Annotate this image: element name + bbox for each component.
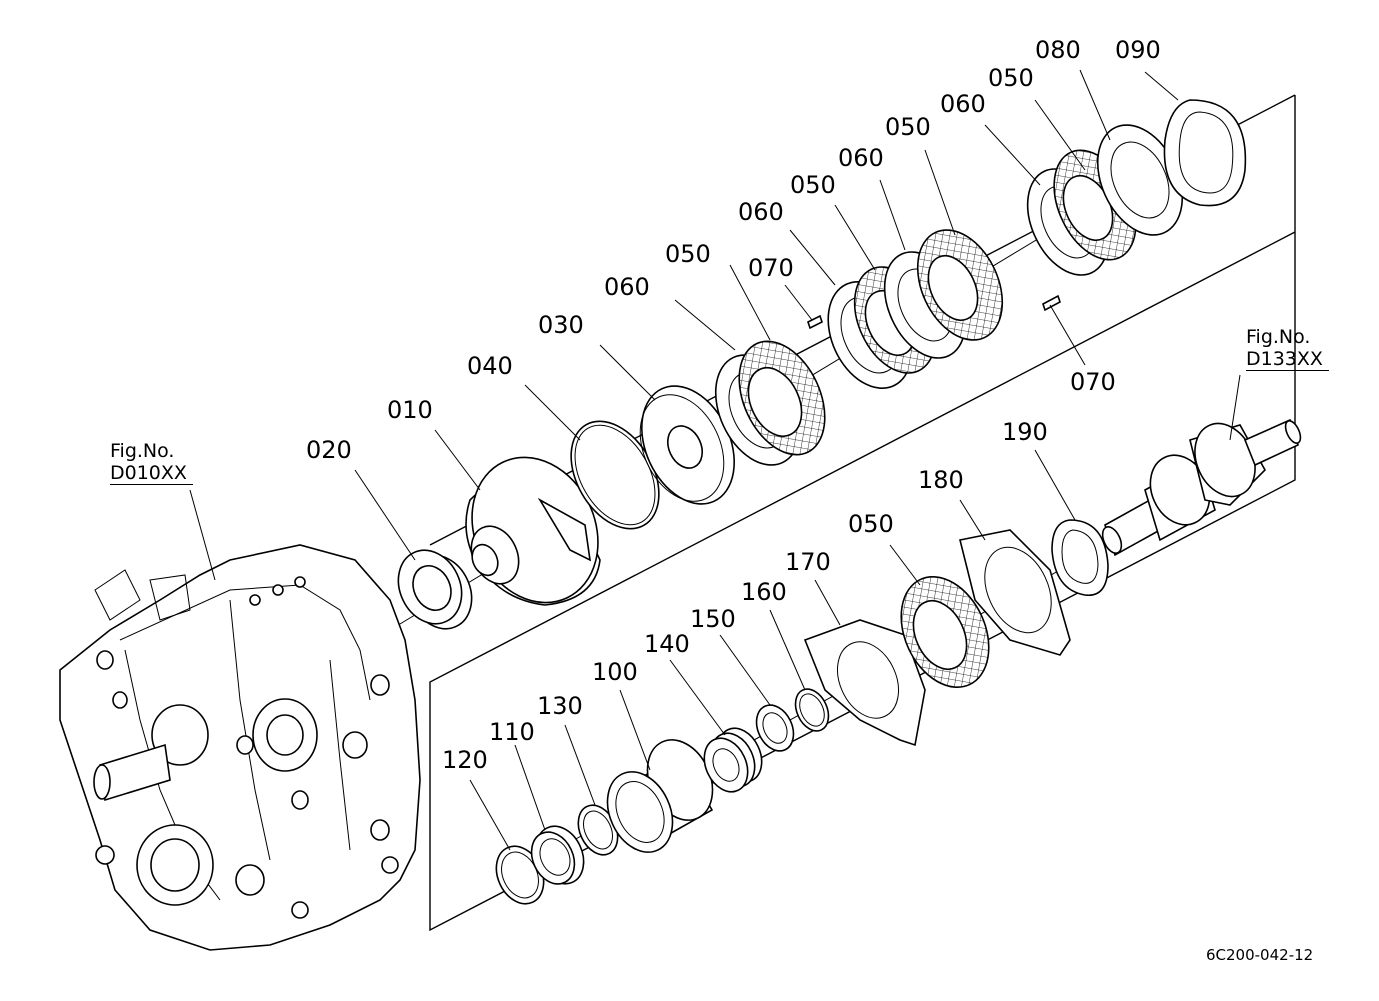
part-180-shim <box>959 529 1071 656</box>
label-190: 190 <box>1002 418 1048 446</box>
label-050: 050 <box>848 510 894 538</box>
part-170-plate <box>803 619 926 747</box>
fig-code: D010XX <box>110 462 193 485</box>
label-180: 180 <box>918 466 964 494</box>
part-140-spring <box>703 727 763 793</box>
label-080: 080 <box>1035 36 1081 64</box>
fig-code: D133XX <box>1246 348 1329 371</box>
label-050: 050 <box>665 240 711 268</box>
figure-reference-transmission: Fig.No. D010XX <box>110 440 193 485</box>
label-170: 170 <box>785 548 831 576</box>
fig-label: Fig.No. <box>110 440 175 462</box>
label-110: 110 <box>489 718 535 746</box>
label-150: 150 <box>690 605 736 633</box>
part-070-pin-1 <box>807 314 823 330</box>
part-020-bearing <box>397 549 473 630</box>
label-060: 060 <box>940 90 986 118</box>
part-160-snap-ring <box>794 688 830 732</box>
part-050-friction-disc-3 <box>916 229 1004 341</box>
label-010: 010 <box>387 396 433 424</box>
label-030: 030 <box>538 311 584 339</box>
shaft-assembly <box>1101 418 1302 557</box>
part-050-friction-disc-5 <box>900 575 990 689</box>
label-060: 060 <box>604 273 650 301</box>
drawing-id: 6C200-042-12 <box>1206 946 1314 964</box>
label-090: 090 <box>1115 36 1161 64</box>
leader-lines <box>189 69 1241 851</box>
transmission-case <box>59 544 421 951</box>
label-140: 140 <box>644 630 690 658</box>
label-040: 040 <box>467 352 513 380</box>
part-030-piston <box>639 385 736 505</box>
part-150-washer <box>755 704 795 752</box>
part-090-snap-ring <box>1163 99 1247 207</box>
label-120: 120 <box>442 746 488 774</box>
label-070: 070 <box>748 254 794 282</box>
part-190-snap-ring <box>1051 519 1109 596</box>
part-110-seal <box>530 825 585 885</box>
label-130: 130 <box>537 692 583 720</box>
part-050-friction-disc-1 <box>738 340 826 456</box>
label-100: 100 <box>592 658 638 686</box>
fig-label: Fig.No. <box>1246 326 1311 348</box>
label-160: 160 <box>741 578 787 606</box>
part-100-hub <box>606 739 714 853</box>
figure-reference-shaft: Fig.No. D133XX <box>1246 326 1329 371</box>
label-060: 060 <box>738 198 784 226</box>
label-020: 020 <box>306 436 352 464</box>
label-050: 050 <box>790 171 836 199</box>
part-070-pin-2 <box>1042 294 1061 312</box>
label-050: 050 <box>988 64 1034 92</box>
part-010-clutch-drum <box>465 456 601 606</box>
label-050: 050 <box>885 113 931 141</box>
label-060: 060 <box>838 144 884 172</box>
label-070: 070 <box>1070 368 1116 396</box>
